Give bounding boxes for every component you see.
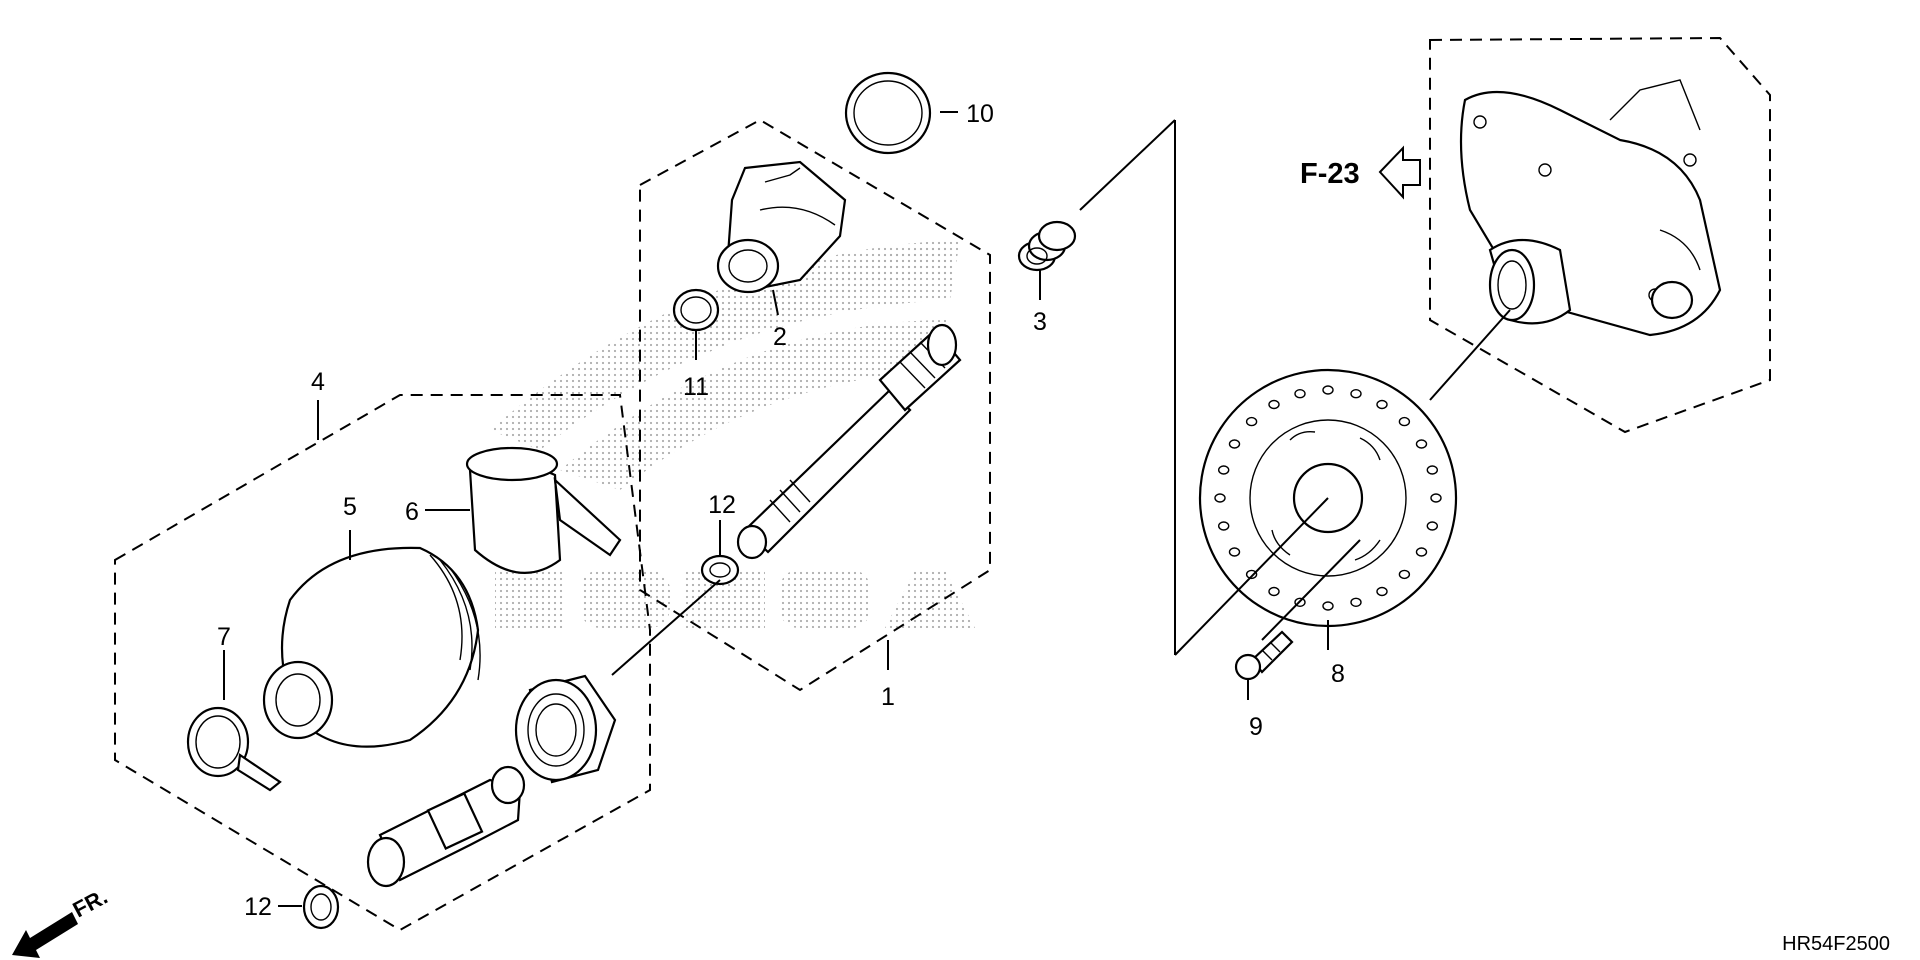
callout-8: 8 (1331, 660, 1345, 688)
hollow-arrow-left-icon (1378, 145, 1421, 200)
honda-watermark (490, 240, 975, 628)
callout-12-upper: 12 (708, 491, 736, 519)
disc-hole (1426, 521, 1439, 531)
disc-hole (1322, 385, 1334, 395)
front-direction-marker: FR. (12, 884, 112, 958)
knuckle-hub[interactable] (1459, 79, 1722, 337)
callout-4: 4 (311, 368, 325, 396)
disc-hole (1228, 439, 1241, 449)
o-ring-12-lower[interactable] (302, 884, 340, 930)
callout-1: 1 (881, 683, 895, 711)
disc-hole (1245, 416, 1258, 427)
snap-ring-3[interactable] (1017, 220, 1077, 272)
disc-hole (1376, 399, 1388, 410)
disc-hole (1268, 586, 1280, 597)
front-label: FR. (69, 884, 112, 923)
callout-6: 6 (405, 498, 419, 526)
disc-hole (1415, 547, 1428, 557)
boot-band-6[interactable] (465, 446, 622, 574)
oil-seal[interactable] (514, 674, 617, 784)
disc-hole (1294, 389, 1306, 399)
reference-f23[interactable]: F-23 (1300, 145, 1421, 200)
disc-hole (1350, 389, 1362, 399)
disc-hole (1398, 416, 1411, 427)
o-ring-10[interactable] (844, 71, 932, 155)
disc-hole (1217, 465, 1230, 475)
reference-label: F-23 (1300, 158, 1360, 190)
disc-hole (1322, 601, 1334, 611)
disc-hole (1228, 547, 1241, 557)
drawing-code: HR54F2500 (1782, 933, 1890, 955)
outline-group-1 (639, 118, 991, 692)
disc-hole (1415, 439, 1428, 449)
outline-group-knuckle (1429, 36, 1771, 434)
callout-11: 11 (683, 373, 709, 401)
callout-2: 2 (773, 323, 787, 351)
disc-hole (1268, 399, 1280, 410)
disc-hole (1217, 521, 1230, 531)
propeller-shaft-1[interactable] (736, 323, 962, 560)
bolt-9[interactable] (1234, 630, 1294, 681)
disc-hole (1426, 465, 1439, 475)
leader-lines (223, 111, 1511, 907)
boot-band-7[interactable] (186, 706, 282, 792)
callout-9: 9 (1249, 713, 1263, 741)
disc-hole (1376, 586, 1388, 597)
arrow-front-icon (12, 912, 78, 958)
disc-hole (1398, 569, 1411, 580)
callouts: 1 2 3 4 5 6 7 8 9 10 11 12 12 (217, 100, 1345, 921)
callout-10: 10 (966, 100, 994, 128)
o-ring-11[interactable] (672, 288, 720, 332)
inner-housing-2[interactable] (716, 160, 847, 294)
universal-joint[interactable] (366, 765, 526, 888)
o-ring-12-upper[interactable] (700, 554, 740, 586)
outline-group-4 (114, 394, 651, 932)
callout-7: 7 (217, 623, 231, 651)
callout-3: 3 (1033, 308, 1047, 336)
disc-hole (1430, 493, 1442, 503)
boot-5[interactable] (262, 546, 481, 748)
disc-hole (1214, 493, 1226, 503)
callout-5: 5 (343, 493, 357, 521)
disc-hole (1350, 597, 1362, 607)
callout-12-lower: 12 (244, 893, 272, 921)
